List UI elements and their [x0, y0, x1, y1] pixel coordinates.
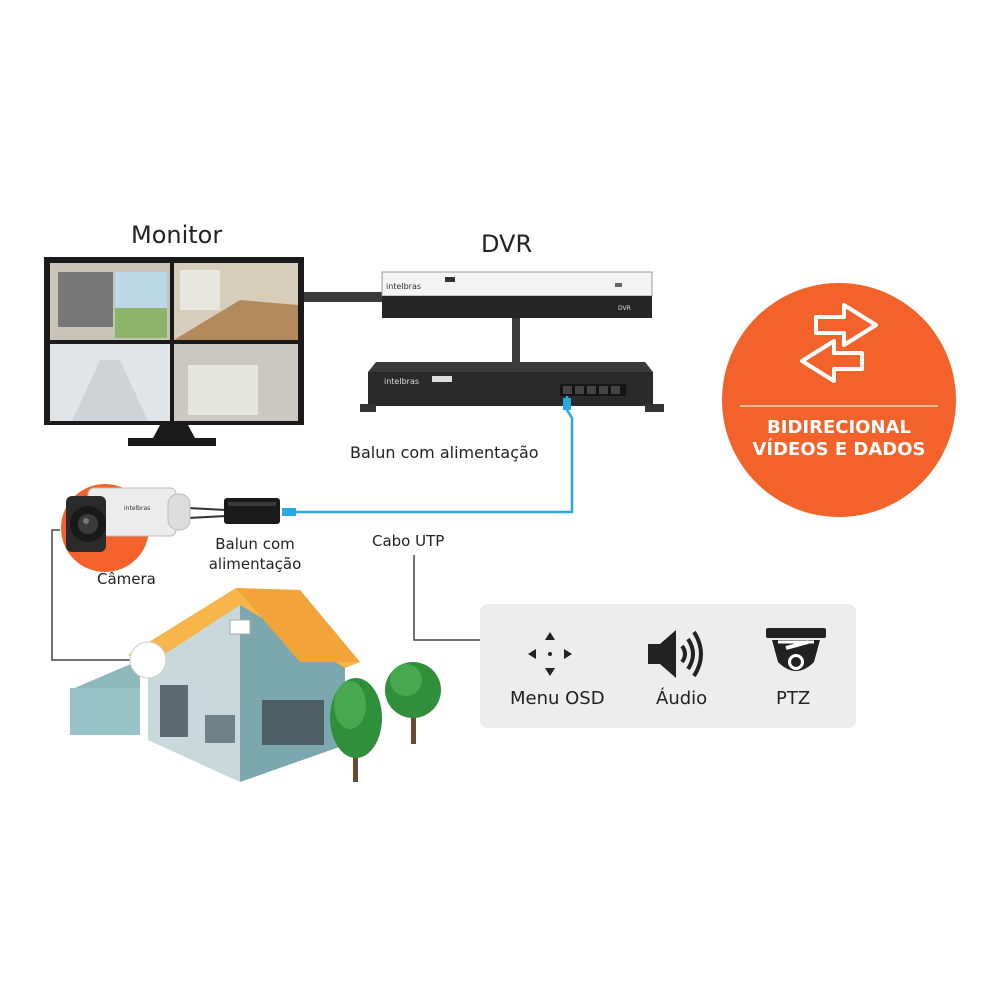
arrows-icon — [528, 632, 572, 676]
camera-location-marker — [129, 641, 167, 679]
tree-right — [385, 662, 441, 744]
camera-brand: intelbras — [124, 505, 150, 512]
balun-top-label: Balun com alimentação — [350, 443, 539, 462]
feature-ptz-label: PTZ — [776, 688, 811, 709]
camera-connector-line — [51, 529, 140, 661]
badge-text: BIDIRECIONAL VÍDEOS E DADOS — [722, 417, 956, 461]
monitor-label: Monitor — [131, 221, 223, 249]
cable-label: Cabo UTP — [372, 532, 445, 550]
dvr-label: DVR — [481, 230, 533, 258]
balun-left-label: Balun com alimentação — [200, 534, 310, 574]
feature-audio-label: Áudio — [656, 688, 708, 709]
camera-balun-device — [187, 498, 280, 524]
balun-brand: intelbras — [384, 377, 419, 386]
bidirectional-badge: BIDIRECIONAL VÍDEOS E DADOS — [722, 283, 956, 517]
bullet-camera: intelbras — [61, 484, 191, 572]
features-panel: Menu OSD Áudio PTZ — [480, 604, 856, 728]
features-connector-line — [413, 555, 480, 641]
balun-left-line1: Balun com — [215, 535, 295, 553]
balun-left-line2: alimentação — [208, 555, 302, 573]
badge-line1: BIDIRECIONAL — [767, 417, 911, 438]
badge-divider — [740, 405, 938, 407]
bidirectional-arrows-icon — [800, 303, 878, 383]
dvr-model: DVR — [618, 305, 631, 312]
dvr-balun-device: intelbras — [360, 362, 664, 412]
camera-label: Câmera — [97, 570, 156, 588]
feature-menu-osd-label: Menu OSD — [510, 688, 605, 709]
monitor — [44, 257, 304, 446]
speaker-icon — [648, 630, 703, 678]
house — [70, 588, 360, 782]
dome-camera-icon — [766, 628, 826, 671]
badge-line2: VÍDEOS E DADOS — [752, 439, 926, 460]
dvr-brand: intelbras — [386, 282, 421, 291]
dvr-device: intelbras DVR — [381, 271, 653, 318]
tree-left — [330, 678, 382, 782]
